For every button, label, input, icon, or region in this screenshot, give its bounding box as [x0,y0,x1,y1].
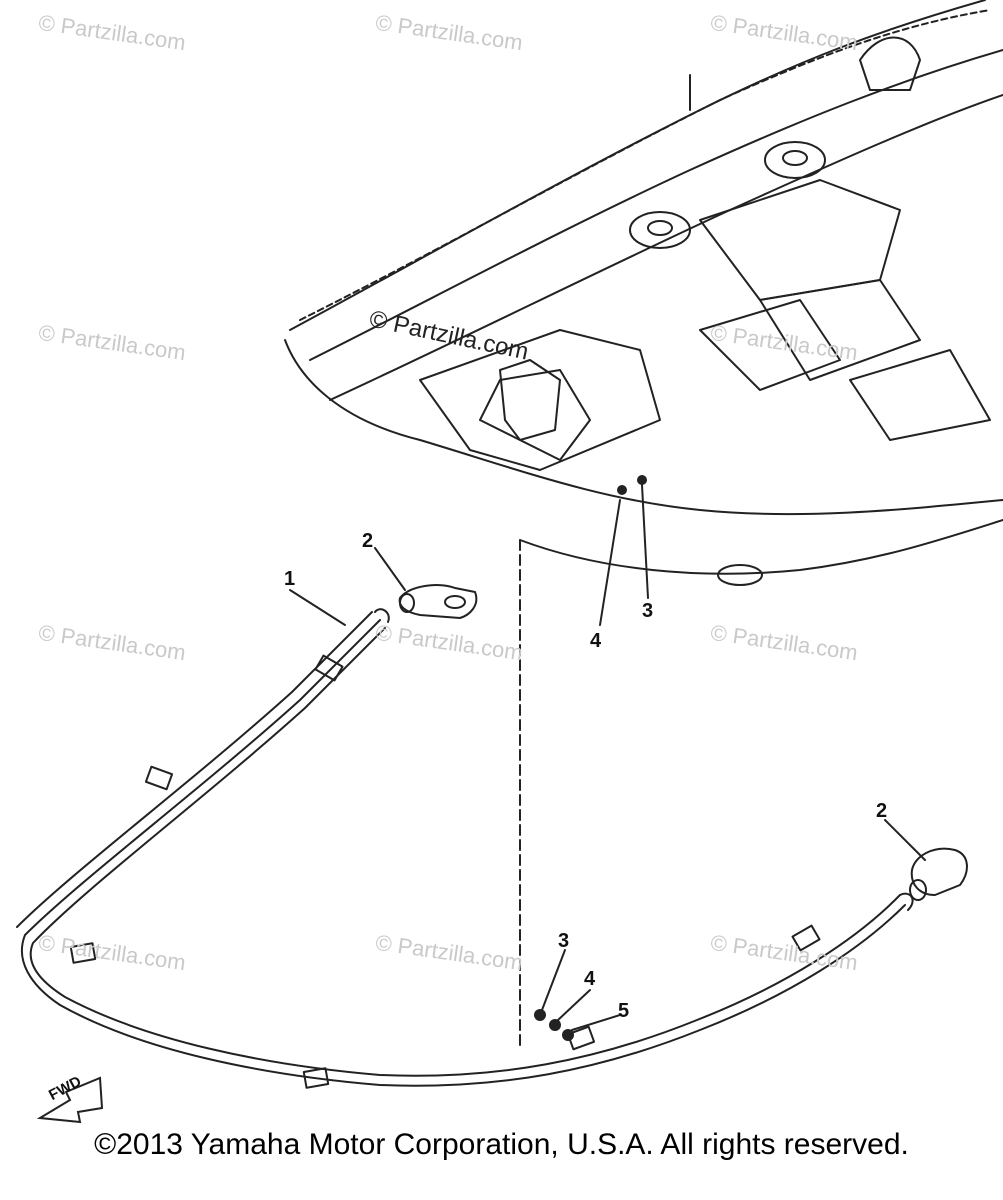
callout-5: 5 [618,1000,630,1022]
callout-2-top: 2 [362,530,374,552]
rub-rail-outer [20,619,906,1087]
callout-3-top: 3 [642,600,654,622]
rub-rail-inner [16,611,373,928]
end-cap-right [910,847,968,896]
callout-4-bottom: 4 [584,968,596,990]
fwd-arrow [36,1076,104,1124]
copyright-notice: ©2013 Yamaha Motor Corporation, U.S.A. A… [94,1128,909,1161]
callout-1: 1 [284,568,296,590]
end-cap-top [398,584,478,619]
callout-3-bottom: 3 [558,930,570,952]
callout-4-top: 4 [590,630,602,652]
callout-2-right: 2 [876,800,888,822]
